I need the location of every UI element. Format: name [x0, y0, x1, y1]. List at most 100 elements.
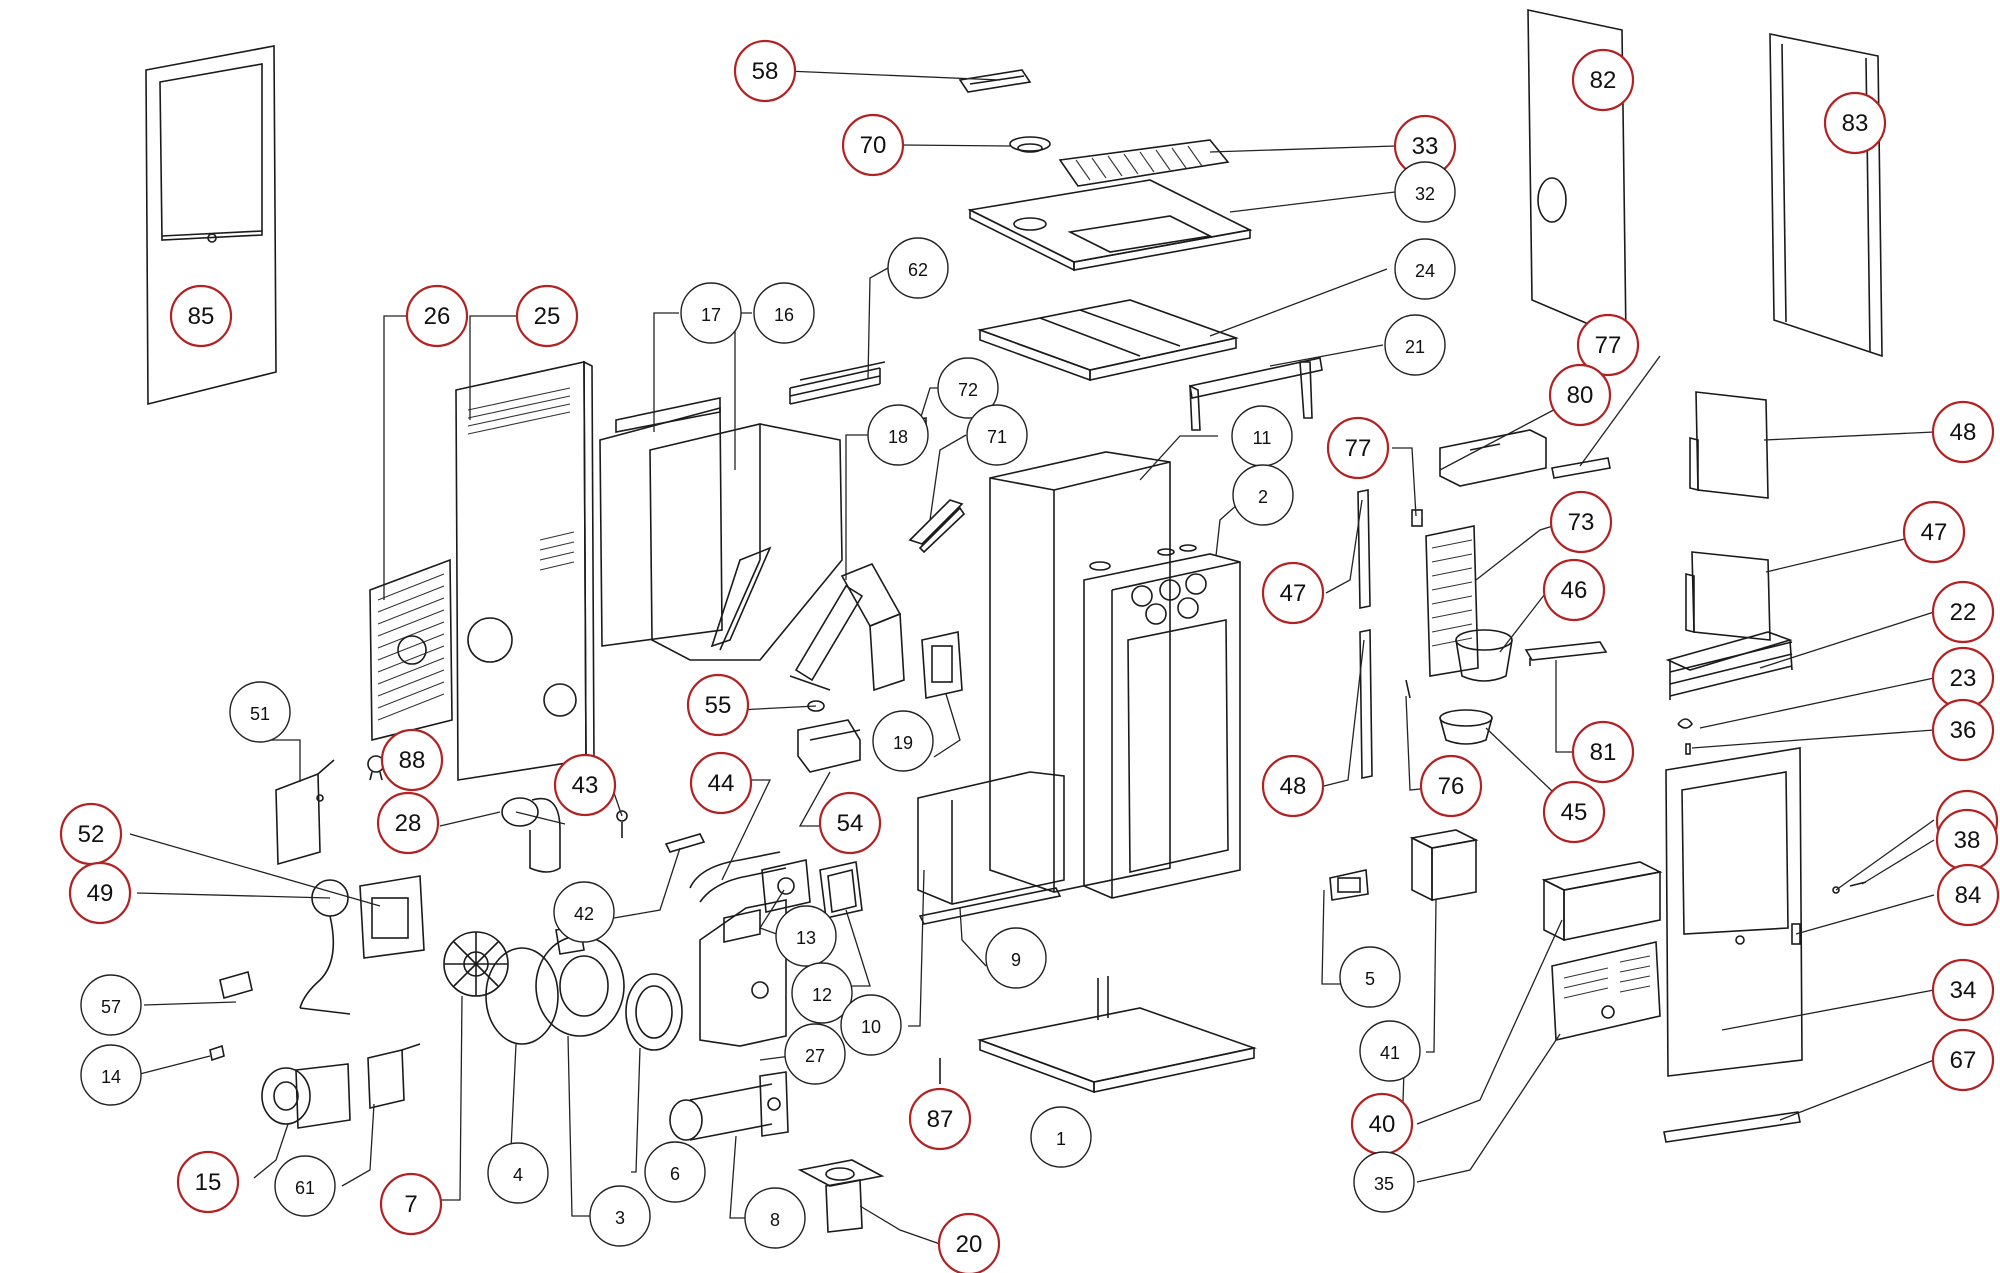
part-42-rod	[664, 833, 706, 853]
callout-number: 54	[837, 810, 864, 837]
callout-circle	[169, 284, 233, 348]
part-6-round-gasket	[625, 973, 683, 1051]
part-52-control-board	[359, 875, 425, 959]
part-10-lower-frame	[917, 771, 1065, 905]
callout-55: 55	[686, 673, 750, 737]
callout-number: 3	[615, 1208, 625, 1228]
callout-circle	[1339, 946, 1401, 1008]
part-61-bracket	[367, 1043, 421, 1110]
callout-circle	[867, 404, 929, 466]
part-45-ash-cup	[1439, 709, 1493, 745]
callout-54: 54	[818, 791, 882, 855]
callout-70: 70	[841, 113, 905, 177]
callout-number: 76	[1438, 773, 1465, 800]
callout-44: 44	[689, 751, 753, 815]
part-16-pellet-hopper	[649, 423, 843, 661]
part-15-blower	[261, 1063, 351, 1129]
callout-48: 48	[1931, 400, 1995, 464]
callout-circle	[1902, 500, 1966, 564]
callout-number: 13	[796, 928, 816, 948]
callout-circle	[1542, 558, 1606, 622]
callout-circle	[733, 39, 797, 103]
callout-9: 9	[985, 927, 1047, 989]
callout-number: 80	[1567, 382, 1594, 409]
callout-47: 47	[1902, 500, 1966, 564]
part-8-flue-pipe	[669, 1071, 789, 1141]
callout-number: 4	[513, 1165, 523, 1185]
callout-83: 83	[1823, 91, 1887, 155]
callout-circle	[644, 1141, 706, 1203]
callout-42: 42	[553, 881, 615, 943]
callout-circle	[1261, 754, 1325, 818]
callout-circle	[937, 1212, 1001, 1273]
part-1-base	[977, 976, 1257, 1094]
callout-circle	[68, 861, 132, 925]
callout-number: 87	[927, 1106, 954, 1133]
callout-number: 26	[424, 303, 451, 330]
part-48-upper-module	[1689, 391, 1769, 499]
callout-number: 77	[1595, 332, 1622, 359]
callout-number: 2	[1258, 487, 1268, 507]
callout-72: 72	[937, 357, 999, 419]
callout-circle	[515, 284, 579, 348]
callout-circle	[1576, 313, 1640, 377]
callout-circle	[985, 927, 1047, 989]
callout-62: 62	[887, 237, 949, 299]
callout-14: 14	[80, 1044, 142, 1106]
callout-number: 40	[1369, 1111, 1396, 1138]
callout-circle	[744, 1187, 806, 1249]
callout-21: 21	[1384, 314, 1446, 376]
callout-8: 8	[744, 1187, 806, 1249]
callout-number: 67	[1950, 1047, 1977, 1074]
callout-28: 28	[376, 791, 440, 855]
callout-46: 46	[1542, 558, 1606, 622]
callout-circle	[1232, 464, 1294, 526]
callout-81: 81	[1571, 720, 1635, 784]
callout-number: 28	[395, 810, 422, 837]
callout-number: 88	[399, 747, 426, 774]
callout-number: 57	[101, 997, 121, 1017]
part-21-bracket	[1189, 357, 1323, 431]
callout-circle	[376, 791, 440, 855]
callout-number: 82	[1590, 67, 1617, 94]
callout-number: 15	[195, 1169, 222, 1196]
part-3-fan-housing	[535, 925, 625, 1037]
callout-circle	[553, 881, 615, 943]
part-40-tray	[1541, 861, 1663, 942]
callout-number: 81	[1590, 739, 1617, 766]
part-77-small-bar	[1551, 457, 1611, 479]
callout-88: 88	[380, 728, 444, 792]
leader-lines	[129, 70, 1935, 1245]
callout-number: 27	[805, 1046, 825, 1066]
callout-circle	[1931, 698, 1995, 762]
callout-19: 19	[872, 710, 934, 772]
callout-number: 9	[1011, 950, 1021, 970]
callout-circle	[937, 357, 999, 419]
callout-number: 84	[1955, 882, 1982, 909]
callout-circle	[80, 1044, 142, 1106]
part-32-top-plate	[967, 179, 1253, 272]
part-22-heat-exchanger-rack	[1665, 631, 1793, 700]
callout-circle	[887, 237, 949, 299]
callout-48: 48	[1261, 754, 1325, 818]
callout-87: 87	[908, 1087, 972, 1151]
part-12-gasket	[819, 861, 863, 919]
callout-number: 70	[860, 132, 887, 159]
callout-number: 42	[574, 904, 594, 924]
part-33-top-grille	[1058, 139, 1230, 187]
callout-number: 17	[701, 305, 721, 325]
part-18-auger-tube	[789, 562, 905, 692]
callout-circle	[80, 974, 142, 1036]
callout-number: 47	[1921, 519, 1948, 546]
callout-number: 21	[1405, 337, 1425, 357]
callout-76: 76	[1419, 754, 1483, 818]
part-85-front-panel	[145, 45, 277, 406]
callout-circle	[1394, 238, 1456, 300]
callout-5: 5	[1339, 946, 1401, 1008]
callout-number: 38	[1954, 827, 1981, 854]
callout-circle	[908, 1087, 972, 1151]
callout-circle	[1823, 91, 1887, 155]
callout-number: 12	[812, 985, 832, 1005]
